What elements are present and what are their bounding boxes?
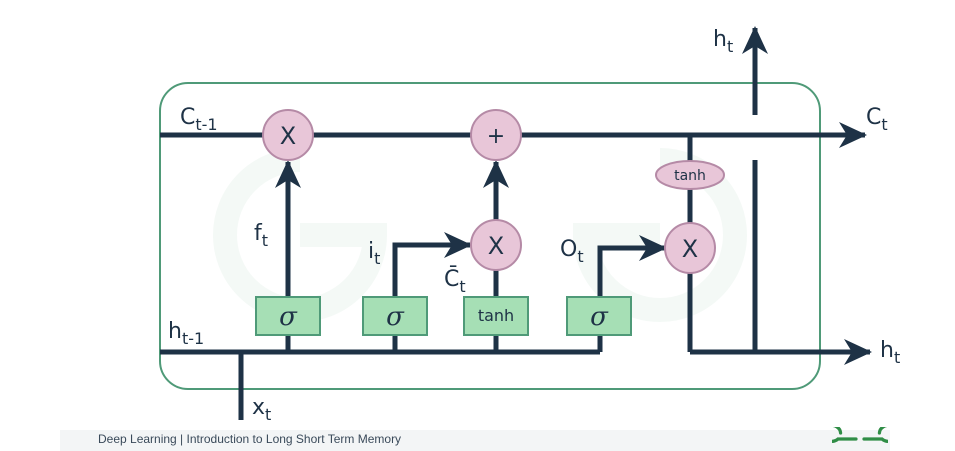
forget-gate-sigmoid: σ	[255, 296, 321, 336]
svg-text:+: +	[487, 124, 505, 149]
lstm-cell-border	[159, 82, 821, 390]
label-c-out: Ct	[866, 105, 888, 134]
svg-text:σ: σ	[386, 302, 405, 332]
label-h-out: ht	[880, 338, 900, 367]
label-input: it	[368, 239, 380, 268]
label-forget: ft	[254, 221, 268, 250]
input-gate-sigmoid: σ	[362, 296, 428, 336]
candidate-tanh-gate: tanh	[463, 296, 529, 336]
label-h-top: ht	[713, 27, 733, 56]
svg-text:X: X	[682, 235, 698, 263]
footer-bar	[60, 430, 890, 451]
label-h-prev: ht-1	[168, 319, 204, 348]
svg-text:tanh: tanh	[674, 168, 706, 184]
svg-text:tanh: tanh	[478, 306, 514, 325]
svg-text:σ: σ	[279, 302, 298, 332]
output-multiply-op: X	[664, 222, 716, 274]
label-c-prev: Ct-1	[180, 105, 218, 134]
footer-caption: Deep Learning | Introduction to Long Sho…	[98, 432, 402, 446]
cell-tanh-op: tanh	[655, 160, 725, 190]
input-multiply-op: X	[470, 219, 522, 271]
label-candidate: C̄t	[444, 266, 466, 296]
svg-text:X: X	[488, 232, 504, 260]
forget-multiply-op: X	[262, 109, 314, 161]
label-x-input: xt	[252, 395, 271, 424]
svg-text:X: X	[280, 122, 296, 150]
svg-text:σ: σ	[590, 302, 609, 332]
output-gate-sigmoid: σ	[566, 296, 632, 336]
geeksforgeeks-logo-icon	[832, 427, 888, 443]
label-output: Ot	[560, 237, 584, 266]
add-op: +	[470, 109, 522, 161]
